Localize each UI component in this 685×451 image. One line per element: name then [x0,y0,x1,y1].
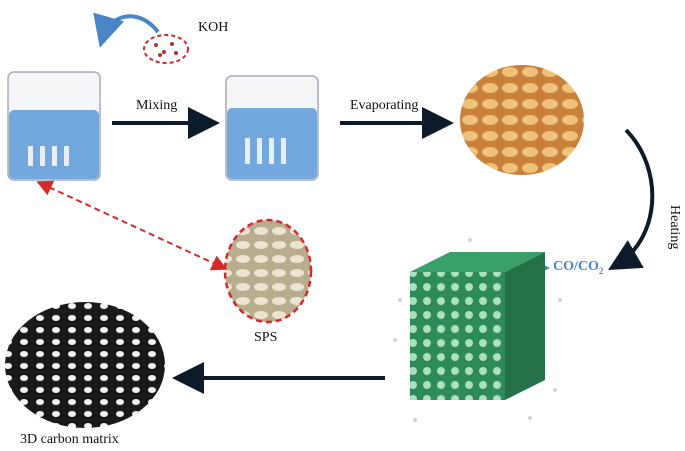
koh-particles-icon [143,34,189,64]
beaker-icon [7,71,101,181]
heating-label: Heating [667,205,682,250]
heating-arrow [608,128,655,271]
porous-cube-image [393,238,562,422]
evaporating-label: Evaporating [350,98,419,113]
mixing-label: Mixing [136,98,178,113]
co2-subscript: 2 [598,265,604,276]
sps-label: SPS [254,330,278,345]
co-co2-label: CO/CO2 [553,259,603,276]
koh-label: KOH [198,20,229,35]
carbon-matrix-image [5,302,165,428]
sps-image [223,218,313,324]
dried-flakes-image [460,65,584,175]
co-co2-text: CO/CO [553,259,599,274]
dashed-relation-arrow [36,180,228,271]
carbon-matrix-label: 3D carbon matrix [20,432,119,447]
beaker-icon [225,75,319,181]
blue-curved-arrow [93,12,160,48]
